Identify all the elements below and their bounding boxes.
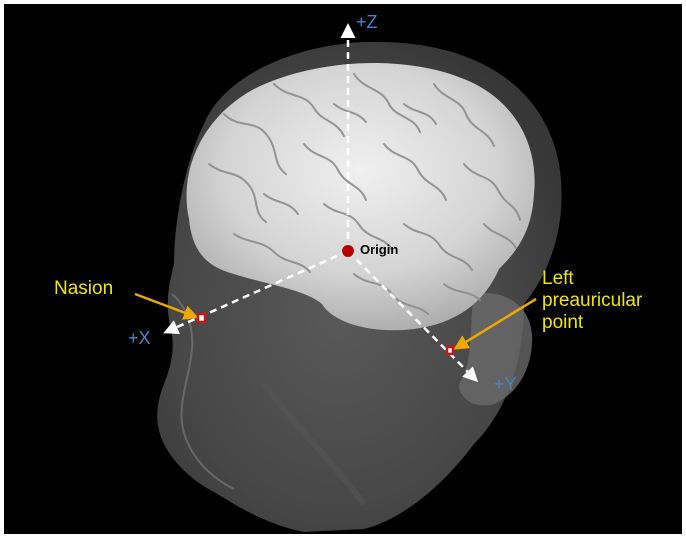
lpa-marker	[447, 347, 453, 354]
x-axis-label: +X	[128, 328, 151, 349]
origin-label: Origin	[360, 243, 398, 258]
lpa-label-line-3: point	[542, 312, 642, 334]
nasion-marker	[198, 314, 205, 322]
lpa-label: Left preauricular point	[542, 268, 642, 334]
y-axis-label: +Y	[494, 374, 517, 395]
lpa-label-line-2: preauricular	[542, 290, 642, 312]
z-axis-label: +Z	[356, 12, 378, 33]
nasion-label: Nasion	[54, 278, 113, 300]
lpa-label-line-1: Left	[542, 268, 642, 290]
head-model-figure: +Z +X +Y Origin Nasion Left preauricular…	[4, 4, 682, 534]
origin-marker	[342, 245, 354, 257]
